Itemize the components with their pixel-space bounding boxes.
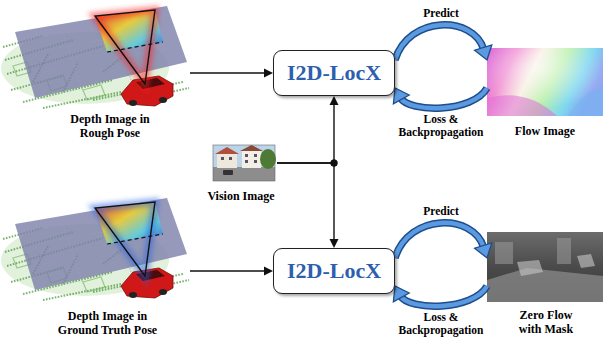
arrowhead — [330, 96, 339, 105]
arrowhead — [264, 267, 273, 276]
connector — [393, 286, 487, 306]
photo-border — [213, 145, 275, 181]
roof — [215, 147, 239, 154]
arrowhead — [393, 286, 409, 302]
depth-scene-gt — [1, 198, 189, 300]
process-box: I2D-LocX — [273, 50, 395, 96]
camera-frustum — [95, 10, 155, 84]
flow-colors — [487, 48, 603, 116]
vision-photo — [213, 145, 276, 181]
camera-frustum — [95, 202, 155, 276]
flow-highlight — [487, 48, 603, 116]
arrowhead — [475, 45, 492, 60]
connector-line — [277, 163, 334, 240]
image-caption: Depth Image in Rough Pose — [70, 113, 150, 140]
edge-label: Predict — [391, 7, 491, 20]
mask-region — [517, 254, 595, 276]
mask-ground — [487, 232, 603, 302]
connector-line — [190, 72, 265, 73]
box-label: I2D-LocX — [287, 61, 381, 85]
frustum-dash — [107, 234, 163, 244]
tree — [260, 149, 276, 169]
image-panel: Depth Image in Rough Pose — [30, 2, 190, 140]
arrowhead — [264, 69, 273, 78]
cycle-arrow — [395, 223, 484, 258]
cycle-arrow-outline — [395, 223, 484, 258]
image-panel: Zero Flow with Mask — [487, 230, 605, 336]
image-panel: Flow Image — [487, 46, 603, 138]
cycle-arrow — [400, 286, 487, 306]
cycle-arrow-outline — [400, 286, 487, 306]
image-caption: Zero Flow with Mask — [511, 309, 581, 336]
connector — [277, 96, 339, 167]
connector — [395, 223, 492, 258]
roof — [240, 145, 263, 151]
process-box: I2D-LocX — [273, 248, 395, 294]
arrowhead — [393, 88, 409, 104]
mask-region — [487, 268, 603, 302]
image-panel: Vision Image — [205, 143, 277, 203]
scene — [1, 6, 189, 108]
zero-flow-picture — [487, 232, 603, 302]
connector-line — [277, 104, 334, 163]
frustum-glow — [95, 202, 155, 276]
edge-label: Loss & Backpropagation — [391, 113, 491, 138]
cycle-arrow-outline — [395, 25, 484, 60]
sky — [213, 145, 275, 181]
arrowhead — [475, 243, 492, 258]
box-label: I2D-LocX — [287, 259, 381, 283]
cycle-arrow-outline — [400, 88, 487, 108]
frustum-glow — [95, 10, 155, 84]
edge-label: Predict — [391, 205, 491, 218]
flow-picture — [487, 48, 603, 116]
connector — [393, 88, 487, 108]
connector — [190, 267, 273, 276]
parked-car — [223, 170, 233, 175]
connector — [190, 69, 273, 78]
image-caption: Flow Image — [515, 125, 575, 138]
connector-line — [190, 270, 265, 271]
scene — [1, 198, 189, 300]
flow-region — [487, 95, 557, 116]
image-panel: Depth Image in Ground Truth Pose — [25, 194, 190, 337]
road — [213, 167, 275, 181]
connector — [395, 25, 492, 60]
depth-scene-rough — [1, 6, 189, 108]
mask-region — [495, 238, 571, 264]
windows — [221, 154, 257, 163]
edge-label: Loss & Backpropagation — [391, 311, 491, 336]
flow-region — [567, 88, 603, 116]
frustum-dash — [107, 42, 163, 52]
house — [242, 150, 261, 168]
image-caption: Depth Image in Ground Truth Pose — [56, 310, 160, 337]
cycle-arrow — [400, 88, 487, 108]
image-caption: Vision Image — [207, 190, 274, 203]
connector — [277, 160, 339, 249]
cycle-arrow — [395, 25, 484, 60]
house — [217, 153, 237, 168]
arrowhead — [330, 239, 339, 248]
